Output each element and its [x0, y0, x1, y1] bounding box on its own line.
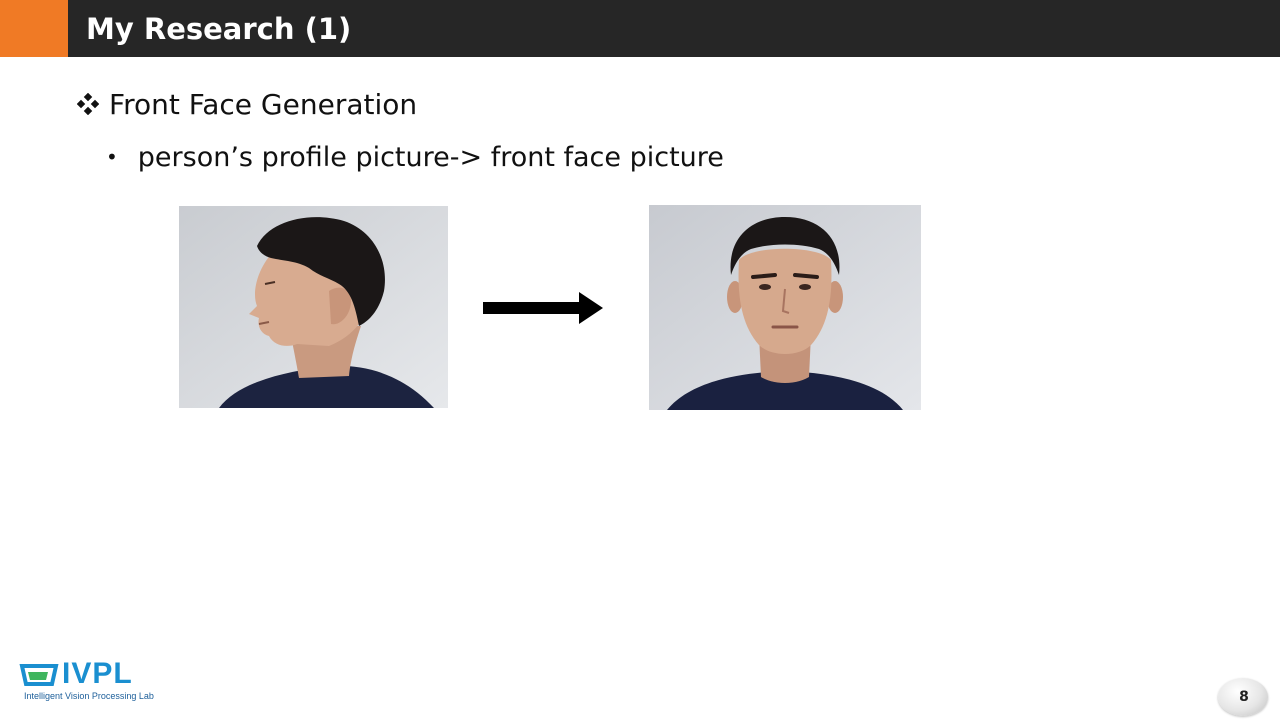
- bullet-dot-icon: •: [106, 145, 118, 169]
- slide-title: My Research (1): [86, 12, 352, 46]
- logo-text: IVPL: [62, 657, 133, 690]
- logo-subtitle: Intelligent Vision Processing Lab: [24, 691, 154, 701]
- header-bar: [0, 0, 1280, 57]
- header-accent-block: [0, 0, 68, 57]
- bullet-main-text: Front Face Generation: [109, 87, 418, 121]
- right-arrow-icon: [483, 292, 603, 324]
- profile-face-photo: [179, 206, 448, 408]
- diamond-cluster-icon: [77, 93, 99, 115]
- bullet-sub: • person’s profile picture-> front face …: [106, 138, 724, 176]
- front-face-photo: [649, 205, 921, 410]
- ivpl-logo: IVPL Intelligent Vision Processing Lab: [18, 657, 158, 704]
- bullet-sub-text: person’s profile picture-> front face pi…: [137, 141, 724, 173]
- page-number: 8: [1239, 689, 1249, 705]
- page-number-badge: 8: [1218, 678, 1268, 716]
- ivpl-logo-icon: [19, 664, 59, 686]
- bullet-main: Front Face Generation: [77, 84, 417, 124]
